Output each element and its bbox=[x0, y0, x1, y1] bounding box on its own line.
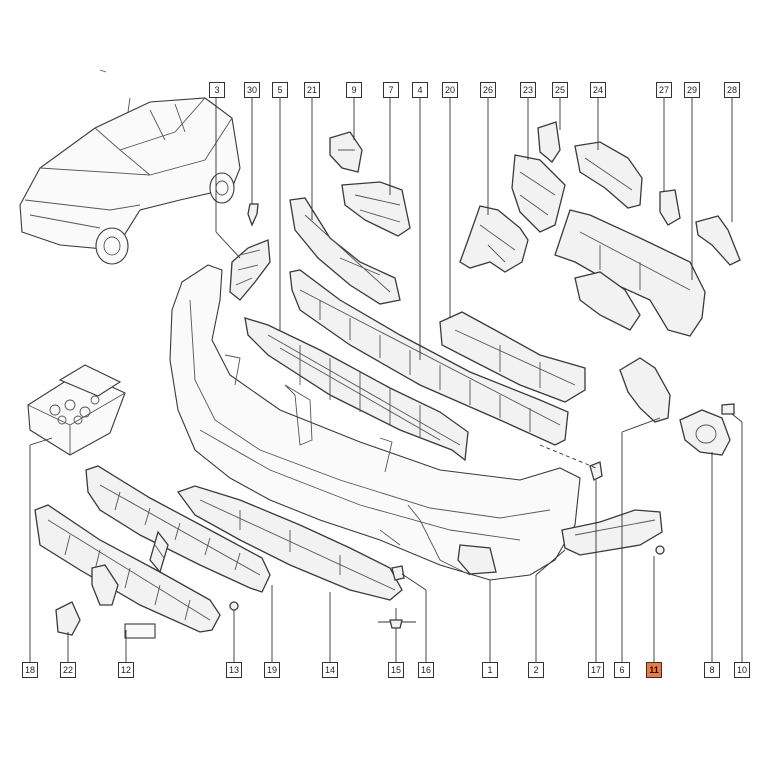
part-15-fastener bbox=[378, 608, 416, 636]
part-24-bracket bbox=[574, 141, 643, 209]
callout-1: 1 bbox=[482, 662, 498, 678]
callout-29: 29 bbox=[684, 82, 700, 98]
part-29-lower-bracket bbox=[574, 271, 641, 331]
callout-10: 10 bbox=[734, 662, 750, 678]
part-3-bracket bbox=[229, 239, 271, 301]
callout-6: 6 bbox=[614, 662, 630, 678]
callout-20: 20 bbox=[442, 82, 458, 98]
part-8-fog-bezel bbox=[679, 409, 731, 456]
leader-lines bbox=[29, 96, 743, 662]
part-2-side-bracket bbox=[561, 509, 663, 556]
badge-mount bbox=[91, 564, 119, 606]
part-17-clip bbox=[589, 461, 603, 481]
callout-7: 7 bbox=[383, 82, 399, 98]
part-6-bracket bbox=[619, 357, 671, 423]
part-9-bracket bbox=[329, 131, 363, 173]
part-27-clip bbox=[659, 189, 681, 226]
callout-21: 21 bbox=[304, 82, 320, 98]
part-25-clip bbox=[537, 121, 561, 163]
callout-15: 15 bbox=[388, 662, 404, 678]
callout-11-highlighted[interactable]: 11 bbox=[646, 662, 662, 678]
part-23-bracket bbox=[511, 154, 566, 233]
callout-18: 18 bbox=[22, 662, 38, 678]
callout-3: 3 bbox=[209, 82, 225, 98]
part-20-upper-beam bbox=[439, 311, 586, 403]
part-22-bracket bbox=[55, 601, 81, 636]
renault-badge bbox=[149, 530, 169, 574]
callout-23: 23 bbox=[520, 82, 536, 98]
callout-13: 13 bbox=[226, 662, 242, 678]
callout-16: 16 bbox=[418, 662, 434, 678]
part-7-bracket bbox=[341, 181, 411, 237]
part-10-clip bbox=[721, 403, 735, 415]
callout-27: 27 bbox=[656, 82, 672, 98]
callout-4: 4 bbox=[412, 82, 428, 98]
part-26-side-bracket bbox=[459, 205, 529, 273]
part-4-energy-absorber bbox=[289, 269, 569, 446]
part-11-clip bbox=[655, 545, 665, 555]
callout-5: 5 bbox=[272, 82, 288, 98]
callout-30: 30 bbox=[244, 82, 260, 98]
callout-25: 25 bbox=[552, 82, 568, 98]
callout-9: 9 bbox=[346, 82, 362, 98]
part-16-clip bbox=[391, 565, 405, 581]
part-12-lower-grille bbox=[34, 504, 221, 633]
callout-28: 28 bbox=[724, 82, 740, 98]
part-30-clip bbox=[247, 203, 259, 227]
callout-8: 8 bbox=[704, 662, 720, 678]
callout-12: 12 bbox=[118, 662, 134, 678]
callout-24: 24 bbox=[590, 82, 606, 98]
callout-19: 19 bbox=[264, 662, 280, 678]
callout-2: 2 bbox=[528, 662, 544, 678]
callout-22: 22 bbox=[60, 662, 76, 678]
callout-14: 14 bbox=[322, 662, 338, 678]
hardware-kit-box bbox=[27, 364, 126, 456]
vehicle-illustration bbox=[19, 69, 241, 265]
callout-26: 26 bbox=[480, 82, 496, 98]
part-1-bumper-cover bbox=[169, 264, 581, 581]
part-13-clip bbox=[229, 601, 239, 611]
plate-bracket bbox=[124, 623, 156, 639]
part-29-crossmember bbox=[554, 209, 706, 337]
callout-17: 17 bbox=[588, 662, 604, 678]
part-28-clip bbox=[695, 215, 741, 266]
